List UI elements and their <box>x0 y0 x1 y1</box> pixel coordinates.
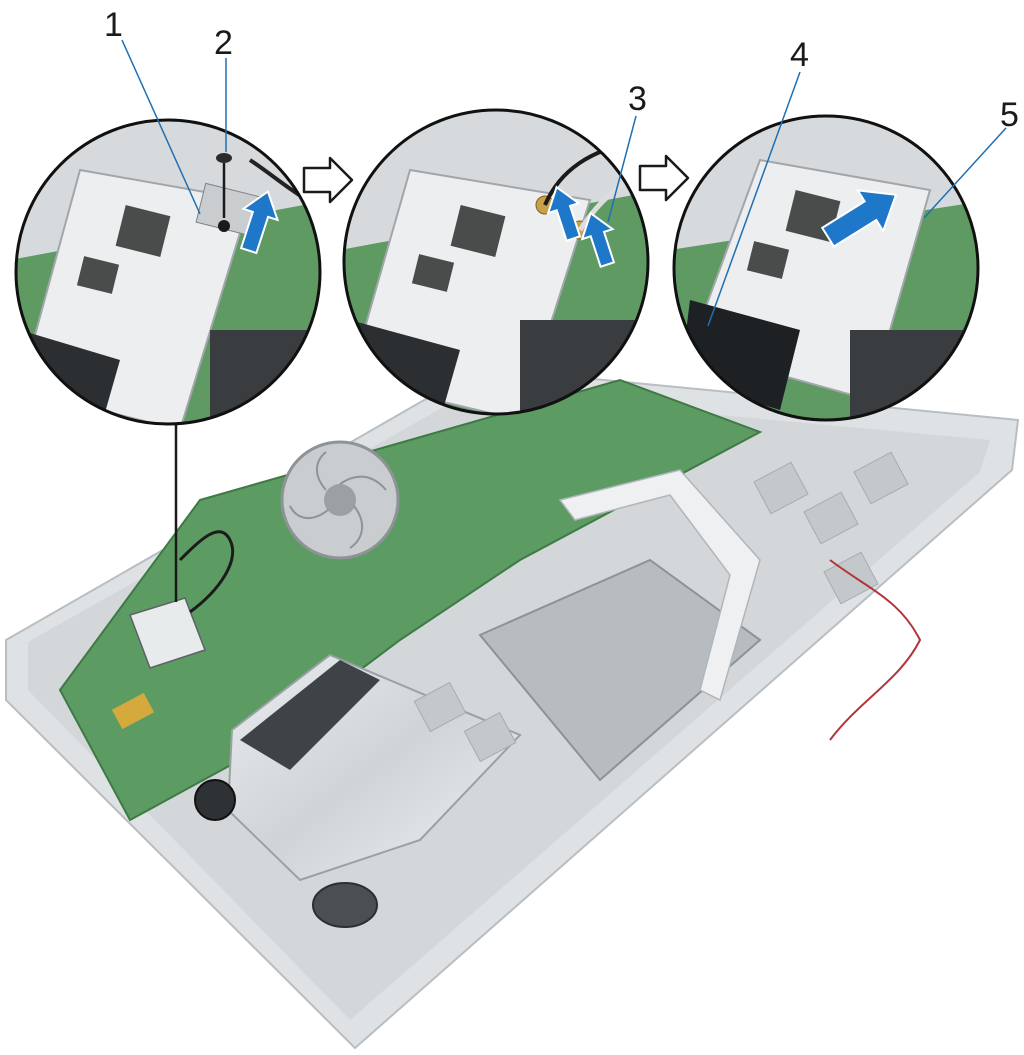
blue-up-arrow-icon <box>239 189 280 255</box>
antenna-cables <box>178 530 235 614</box>
touchpad-bracket <box>478 558 762 782</box>
coin-cell-battery <box>194 779 236 821</box>
callout-number-4: 4 <box>790 36 809 74</box>
screw-icon <box>216 153 232 232</box>
laptop-base-assembly <box>5 366 1020 1050</box>
detail-view-3 <box>672 114 980 422</box>
blue-up-arrow-icon <box>546 185 582 242</box>
blue-diagonal-arrow-icon <box>820 189 898 248</box>
wireless-card-in-situ <box>129 597 206 669</box>
gold-pads <box>111 692 155 730</box>
detail-view-2 <box>342 108 650 416</box>
detail-view-1 <box>14 118 322 426</box>
callout-number-5: 5 <box>1000 96 1019 134</box>
callout-leaders <box>121 39 1007 327</box>
touchpad-flex-cable <box>558 469 761 702</box>
black-tape <box>240 660 380 770</box>
callout-number-2: 2 <box>214 24 233 62</box>
callout-number-3: 3 <box>628 80 647 118</box>
blue-up-arrow-icon <box>580 211 616 268</box>
system-board <box>58 378 763 822</box>
step-arrow-icon-2 <box>638 154 690 202</box>
speaker-cable <box>829 559 922 741</box>
speaker <box>312 882 378 928</box>
callout-number-1: 1 <box>104 6 123 44</box>
step-arrow-icon-1 <box>302 156 354 204</box>
palmrest-pockets <box>413 451 909 763</box>
system-fan <box>280 440 400 560</box>
